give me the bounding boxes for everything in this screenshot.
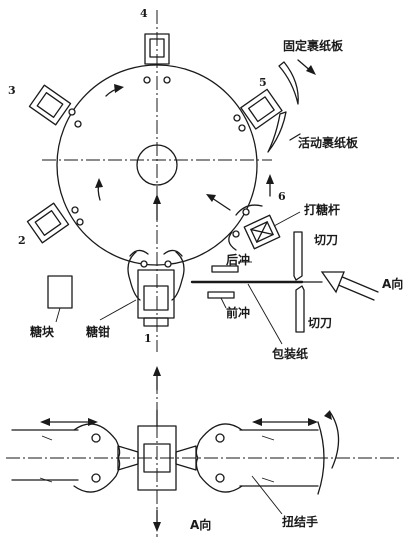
rotation-arrow-left: [95, 178, 103, 201]
twist-section: [6, 366, 400, 537]
direction-a-arrow: [320, 271, 379, 301]
station-label-4: 4: [140, 7, 148, 20]
label-candy-block: 糖块: [30, 324, 55, 339]
pocket-4: [143, 33, 171, 84]
label-direction-a-top: A向: [382, 276, 403, 291]
push-rod-assembly: [206, 194, 301, 251]
turret: [42, 10, 272, 352]
candy-block: [47, 275, 73, 323]
cutter-lower: [295, 285, 305, 333]
station-label-6: 6: [278, 190, 286, 203]
station-label-1: 1: [144, 332, 152, 345]
station-label-2: 2: [18, 234, 26, 247]
label-twist-hand: 扭结手: [282, 514, 318, 529]
rotation-arrow-lower: [153, 194, 161, 221]
rotation-arrow-top-left: [105, 84, 124, 97]
pocket-3: [28, 84, 72, 126]
pocket-4-candy: [149, 38, 165, 58]
front-punch: [207, 291, 235, 309]
label-fixed-fold-plate: 固定裹纸板: [283, 38, 344, 53]
label-direction-a-bottom: A向: [190, 517, 211, 532]
pocket-5: [240, 88, 283, 130]
label-front-punch: 前冲: [226, 305, 250, 320]
candy-tongs-station-1: [127, 249, 185, 327]
label-movable-fold-plate: 活动裹纸板: [298, 135, 359, 150]
label-candy-tongs: 糖钳: [86, 324, 110, 339]
label-wrapping-paper: 包装纸: [271, 346, 308, 361]
cutter-upper: [293, 231, 303, 281]
rear-punch: [211, 261, 252, 273]
label-cutter-bottom: 切刀: [308, 316, 332, 330]
label-push-rod: 打糖杆: [304, 202, 340, 217]
station-label-3: 3: [8, 84, 16, 97]
wrapping-paper-strip: [190, 280, 323, 345]
fixed-fold-plate: [278, 59, 316, 105]
tongs-leader: [99, 299, 137, 321]
movable-fold-plate: [267, 111, 301, 153]
station-label-5: 5: [259, 76, 267, 89]
pocket-2: [26, 202, 70, 244]
label-rear-punch: 后冲: [226, 252, 250, 267]
label-cutter-top: 切刀: [314, 233, 338, 247]
pocket-4-frame: [144, 33, 170, 65]
candy-in-tongs: [143, 285, 169, 311]
station6-arrow: [266, 174, 274, 197]
